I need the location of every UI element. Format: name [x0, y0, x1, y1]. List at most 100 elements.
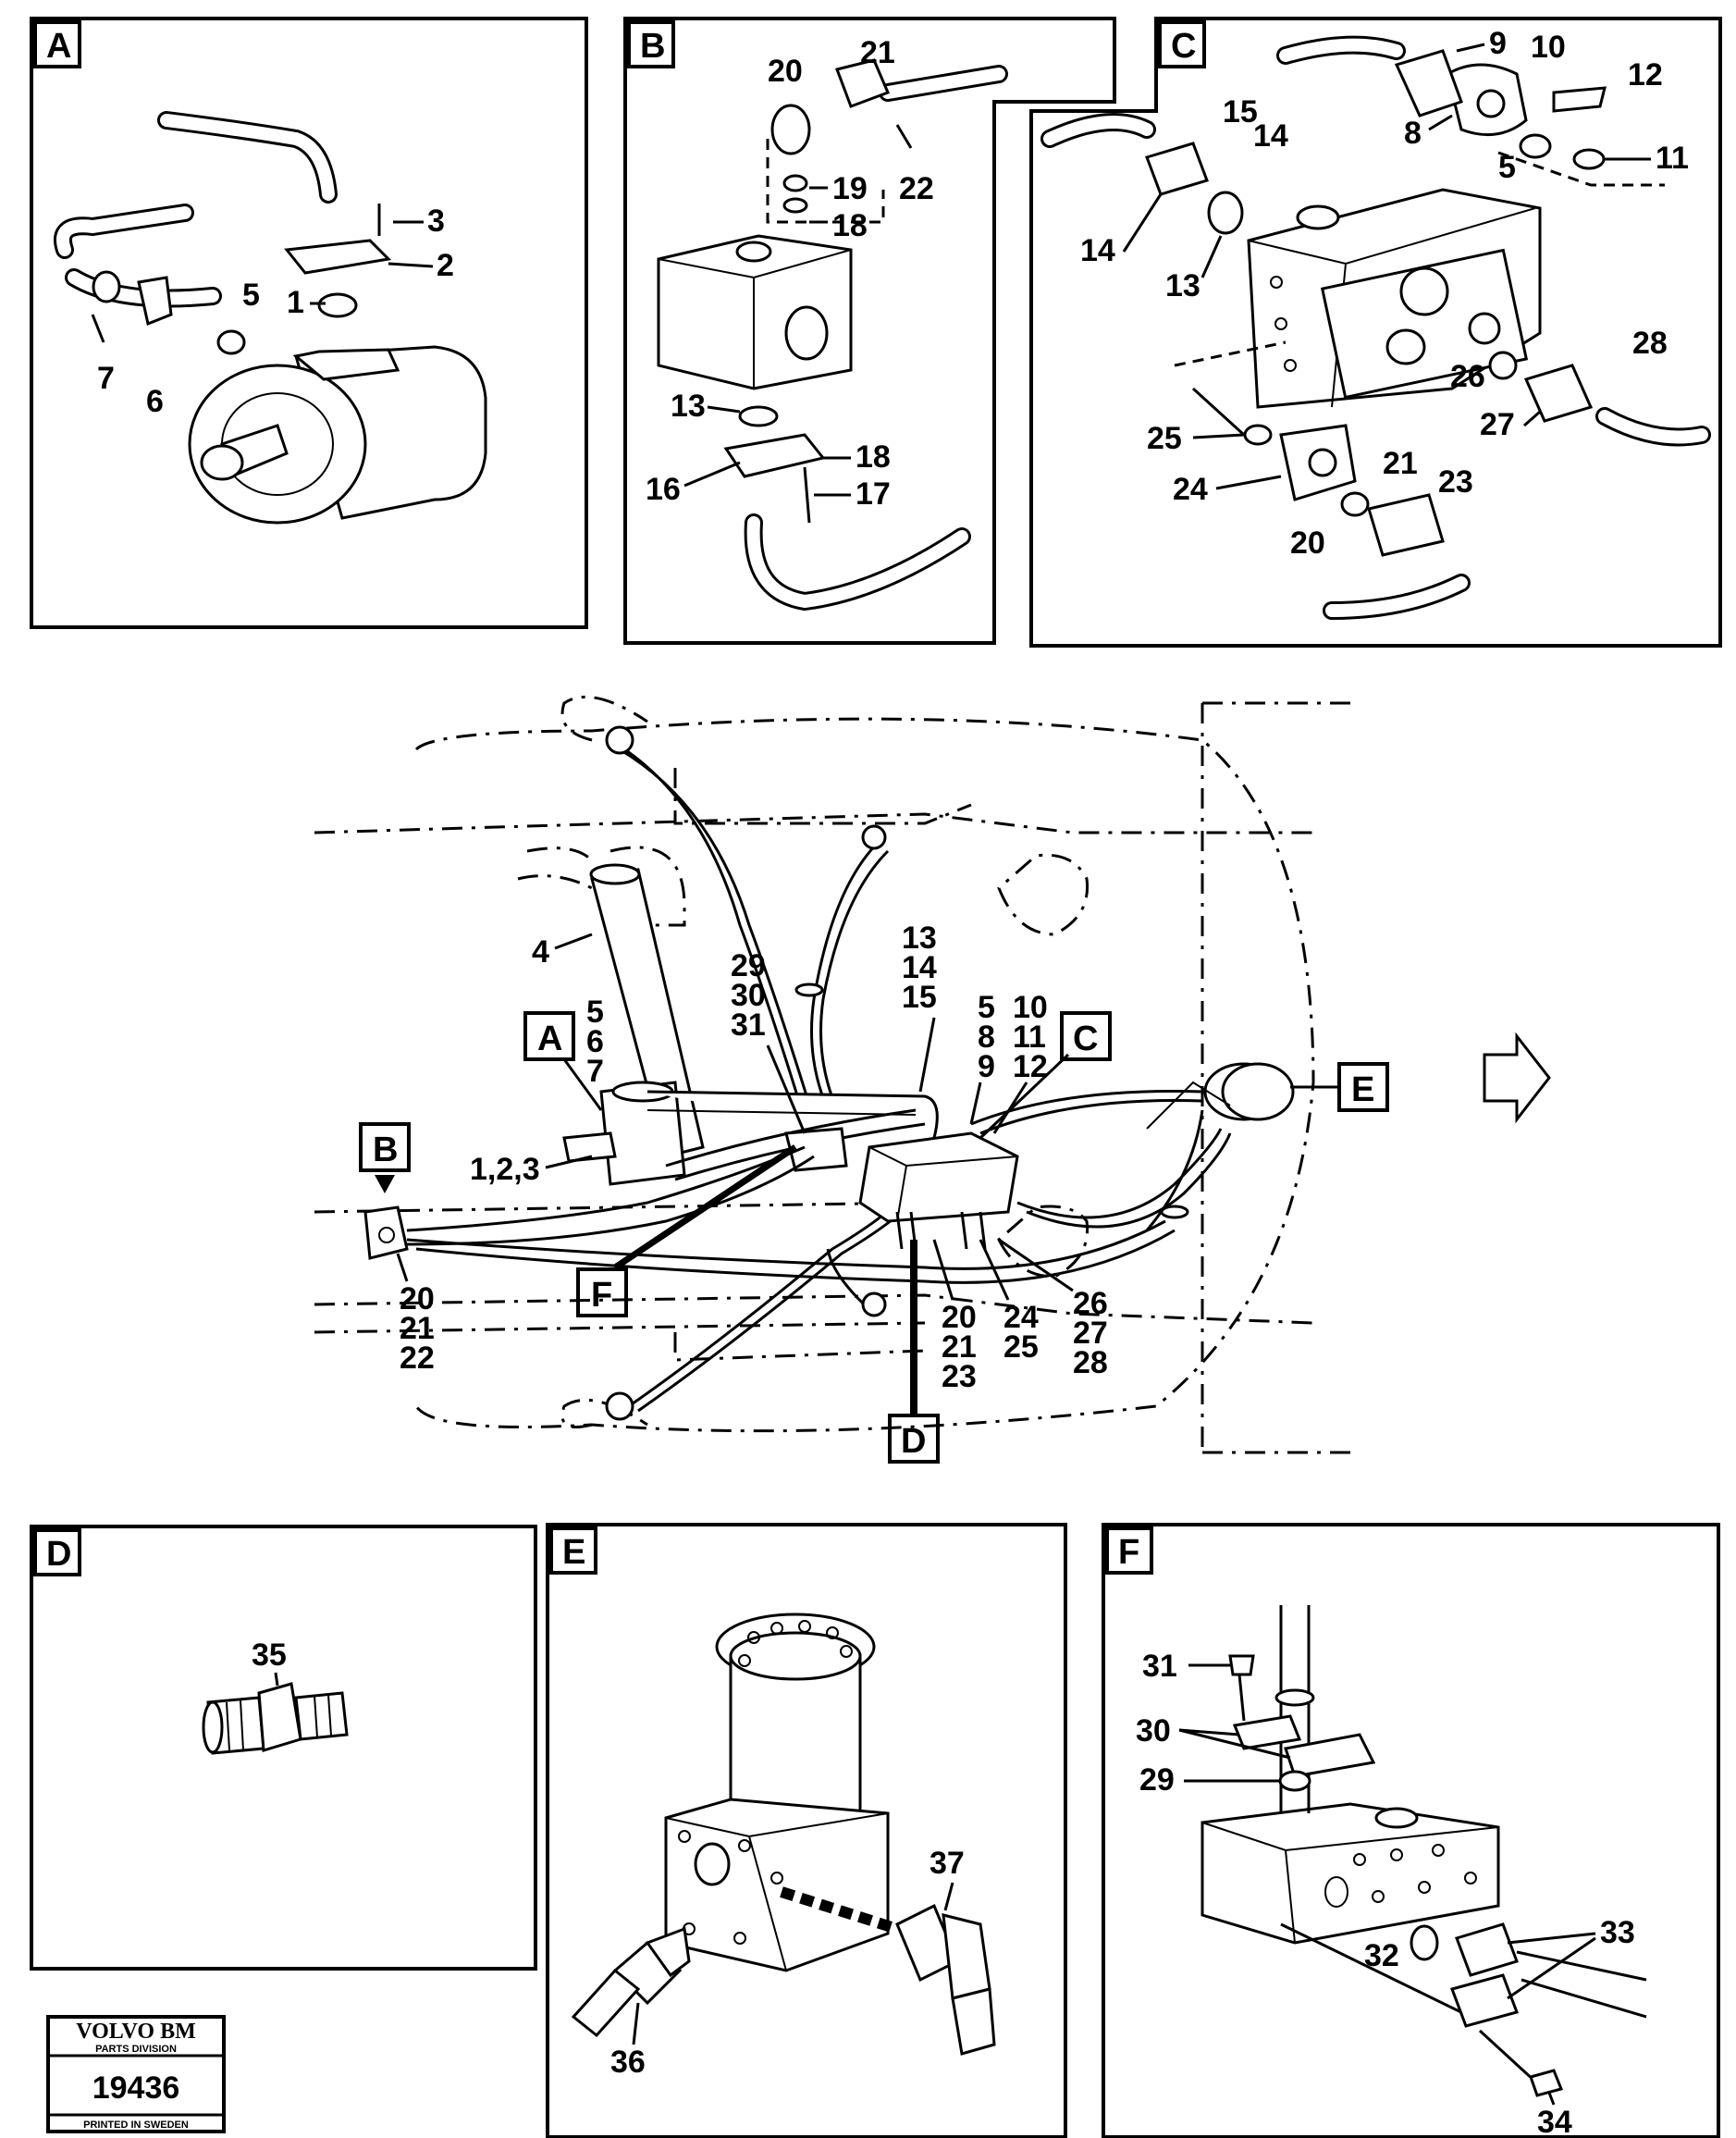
callout-ov-15: 15 — [902, 980, 937, 1015]
callout-ov-31: 31 — [731, 1007, 766, 1043]
callout-f-34: 34 — [1537, 2105, 1572, 2138]
callout-ov-8: 8 — [978, 1020, 995, 1055]
panel-f-tag: F — [1118, 1533, 1139, 1572]
panel-b-frame — [623, 17, 1116, 645]
overview-tag-e: E — [1351, 1070, 1374, 1109]
callout-b-18-bottom: 18 — [856, 439, 891, 475]
overview-tag-f: F — [591, 1276, 612, 1315]
logo-number: 19436 — [92, 2070, 180, 2106]
callout-c-14-left: 14 — [1080, 233, 1115, 268]
arrow-b-icon — [375, 1175, 395, 1193]
callout-b-17: 17 — [856, 476, 891, 512]
callout-b-16: 16 — [646, 472, 681, 507]
callout-c-5: 5 — [1498, 150, 1516, 185]
overview-tag-b: B — [373, 1131, 398, 1169]
panel-c: C — [1029, 17, 1722, 648]
panel-b-valve-block — [657, 234, 853, 390]
callout-ov-27: 27 — [1073, 1316, 1108, 1351]
callout-d-35: 35 — [252, 1637, 287, 1673]
panel-a-frame — [30, 17, 588, 629]
callout-a-6: 6 — [146, 384, 164, 419]
callout-a-1: 1 — [287, 285, 304, 320]
callout-c-14-top: 14 — [1253, 118, 1288, 154]
callout-c-9: 9 — [1489, 26, 1507, 61]
panel-c-pump — [1247, 188, 1542, 409]
overview-tag-b-box — [359, 1122, 411, 1172]
callout-ov-10: 10 — [1013, 990, 1048, 1025]
callout-b-13: 13 — [671, 389, 706, 424]
callout-ov-21a: 21 — [400, 1311, 435, 1346]
volvo-bm-logo: VOLVO BM PARTS DIVISION 19436 PRINTED IN… — [46, 2015, 226, 2133]
panel-a-tag-box — [33, 20, 81, 68]
callout-c-13: 13 — [1165, 268, 1200, 303]
callout-a-5: 5 — [242, 278, 260, 313]
callout-ov-21b: 21 — [942, 1329, 977, 1365]
callout-c-28: 28 — [1632, 326, 1668, 361]
panel-f-tag-box — [1105, 1526, 1153, 1575]
callout-c-11: 11 — [1656, 141, 1689, 176]
direction-arrow-icon — [1483, 1032, 1551, 1124]
callout-ov-30: 30 — [731, 978, 766, 1013]
callout-a-7: 7 — [97, 361, 115, 396]
callout-c-15: 15 — [1223, 94, 1258, 130]
overview-tag-a: A — [537, 1020, 562, 1058]
callout-e-36: 36 — [610, 2045, 646, 2080]
callout-ov-13: 13 — [902, 921, 937, 956]
callout-ov-9: 9 — [978, 1049, 995, 1084]
callout-f-30: 30 — [1136, 1713, 1171, 1749]
callout-ov-4: 4 — [532, 934, 549, 970]
callout-ov-14: 14 — [902, 950, 937, 985]
callout-c-23: 23 — [1438, 464, 1473, 500]
callout-b-21: 21 — [860, 35, 895, 70]
callout-e-37: 37 — [930, 1846, 965, 1881]
callout-f-32: 32 — [1364, 1938, 1399, 1973]
logo-division: PARTS DIVISION — [95, 2044, 177, 2055]
callout-a-2: 2 — [437, 248, 454, 283]
callout-ov-7: 7 — [586, 1054, 604, 1089]
overview-tag-a-box — [523, 1011, 575, 1061]
overview: A B C D E F 4 5 6 7 1,2,3 29 30 31 13 14… — [314, 695, 1551, 1464]
overview-tag-d: D — [901, 1422, 926, 1461]
panel-a: A 3 2 1 5 7 6 — [30, 17, 588, 629]
overview-tag-c: C — [1073, 1020, 1098, 1058]
callout-c-20: 20 — [1290, 525, 1325, 561]
callout-ov-25: 25 — [1003, 1329, 1039, 1365]
callout-ov-28: 28 — [1073, 1345, 1108, 1380]
callout-f-33: 33 — [1600, 1915, 1635, 1950]
callout-c-27: 27 — [1480, 407, 1515, 442]
callout-f-31: 31 — [1142, 1649, 1177, 1684]
panel-d-tag-box — [33, 1528, 81, 1576]
panel-c-tag: C — [1171, 27, 1196, 66]
callout-ov-12: 12 — [1013, 1049, 1048, 1084]
callout-b-19: 19 — [832, 171, 868, 206]
panel-b: B 20 21 22 19 18 13 18 16 — [623, 17, 1116, 645]
fitting-35 — [202, 1682, 349, 1755]
callout-ov-23b: 23 — [942, 1359, 977, 1394]
panel-f-frame — [1102, 1523, 1720, 2138]
logo-footer: PRINTED IN SWEDEN — [83, 2119, 189, 2131]
callout-b-20: 20 — [768, 54, 803, 89]
callout-ov-11: 11 — [1013, 1020, 1046, 1055]
callout-ov-22a: 22 — [400, 1341, 435, 1376]
callout-c-26: 26 — [1450, 359, 1485, 394]
panel-e: E — [546, 1523, 1067, 2138]
callout-c-25: 25 — [1147, 421, 1182, 456]
panel-d-tag: D — [46, 1535, 71, 1574]
callout-a-3: 3 — [427, 204, 445, 239]
callout-f-29: 29 — [1139, 1762, 1175, 1798]
overview-tag-e-box — [1337, 1062, 1389, 1112]
callout-c-10: 10 — [1531, 30, 1566, 65]
callout-ov-26: 26 — [1073, 1286, 1108, 1321]
callout-ov-29: 29 — [731, 948, 766, 983]
callout-ov-5b: 5 — [978, 990, 995, 1025]
panel-c-frame — [1029, 17, 1722, 648]
panel-a-tag: A — [46, 27, 71, 66]
panel-d: D 35 — [30, 1525, 537, 1971]
panel-a-pump — [188, 345, 487, 525]
overview-tag-f-box — [576, 1267, 628, 1317]
callout-c-24: 24 — [1173, 472, 1208, 507]
callout-ov-20b: 20 — [942, 1300, 977, 1335]
panel-e-tag-box — [549, 1526, 597, 1575]
callout-c-21: 21 — [1383, 446, 1418, 481]
callout-ov-123: 1,2,3 — [470, 1152, 540, 1187]
